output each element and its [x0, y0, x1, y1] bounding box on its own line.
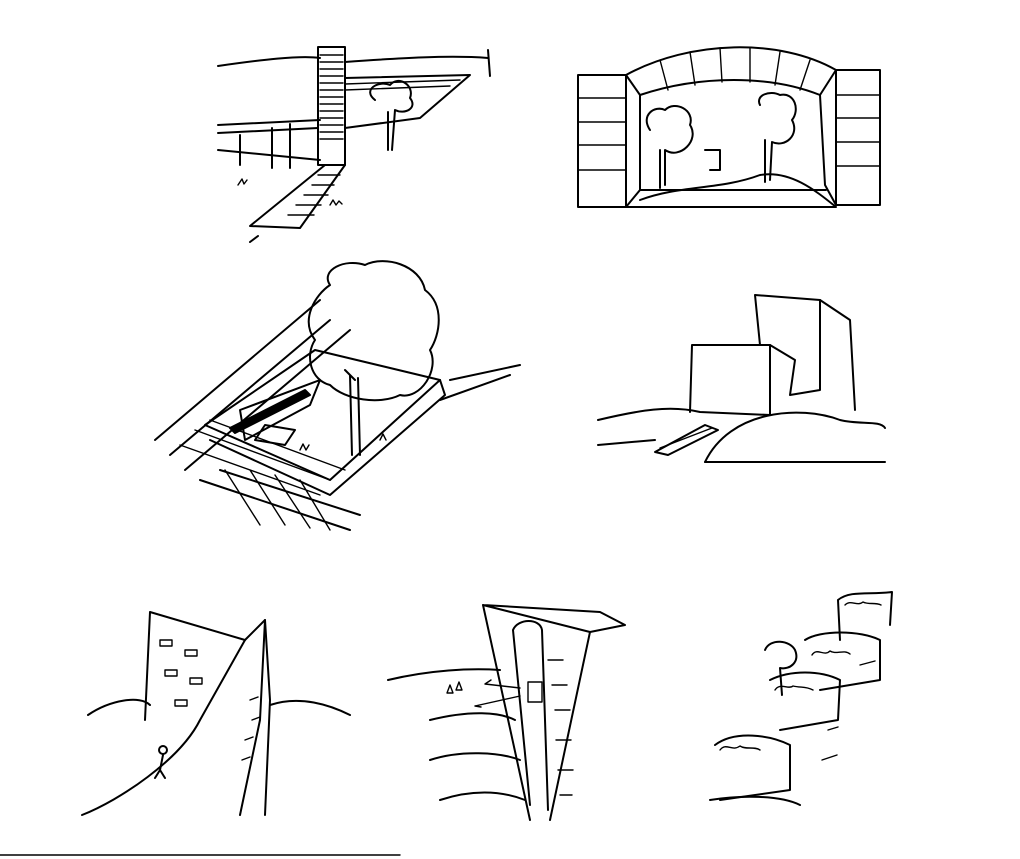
sketch-sloped-wall-path — [81, 611, 351, 816]
sketch-tree-deck — [154, 260, 521, 531]
sketch-stacked-terraces — [709, 591, 893, 806]
sketch-bridge-column — [217, 46, 491, 243]
sketch-boxes-on-mounds — [597, 294, 886, 463]
sketch-covered-courtyard — [577, 46, 881, 208]
sketch-tower-elevator — [387, 604, 626, 821]
